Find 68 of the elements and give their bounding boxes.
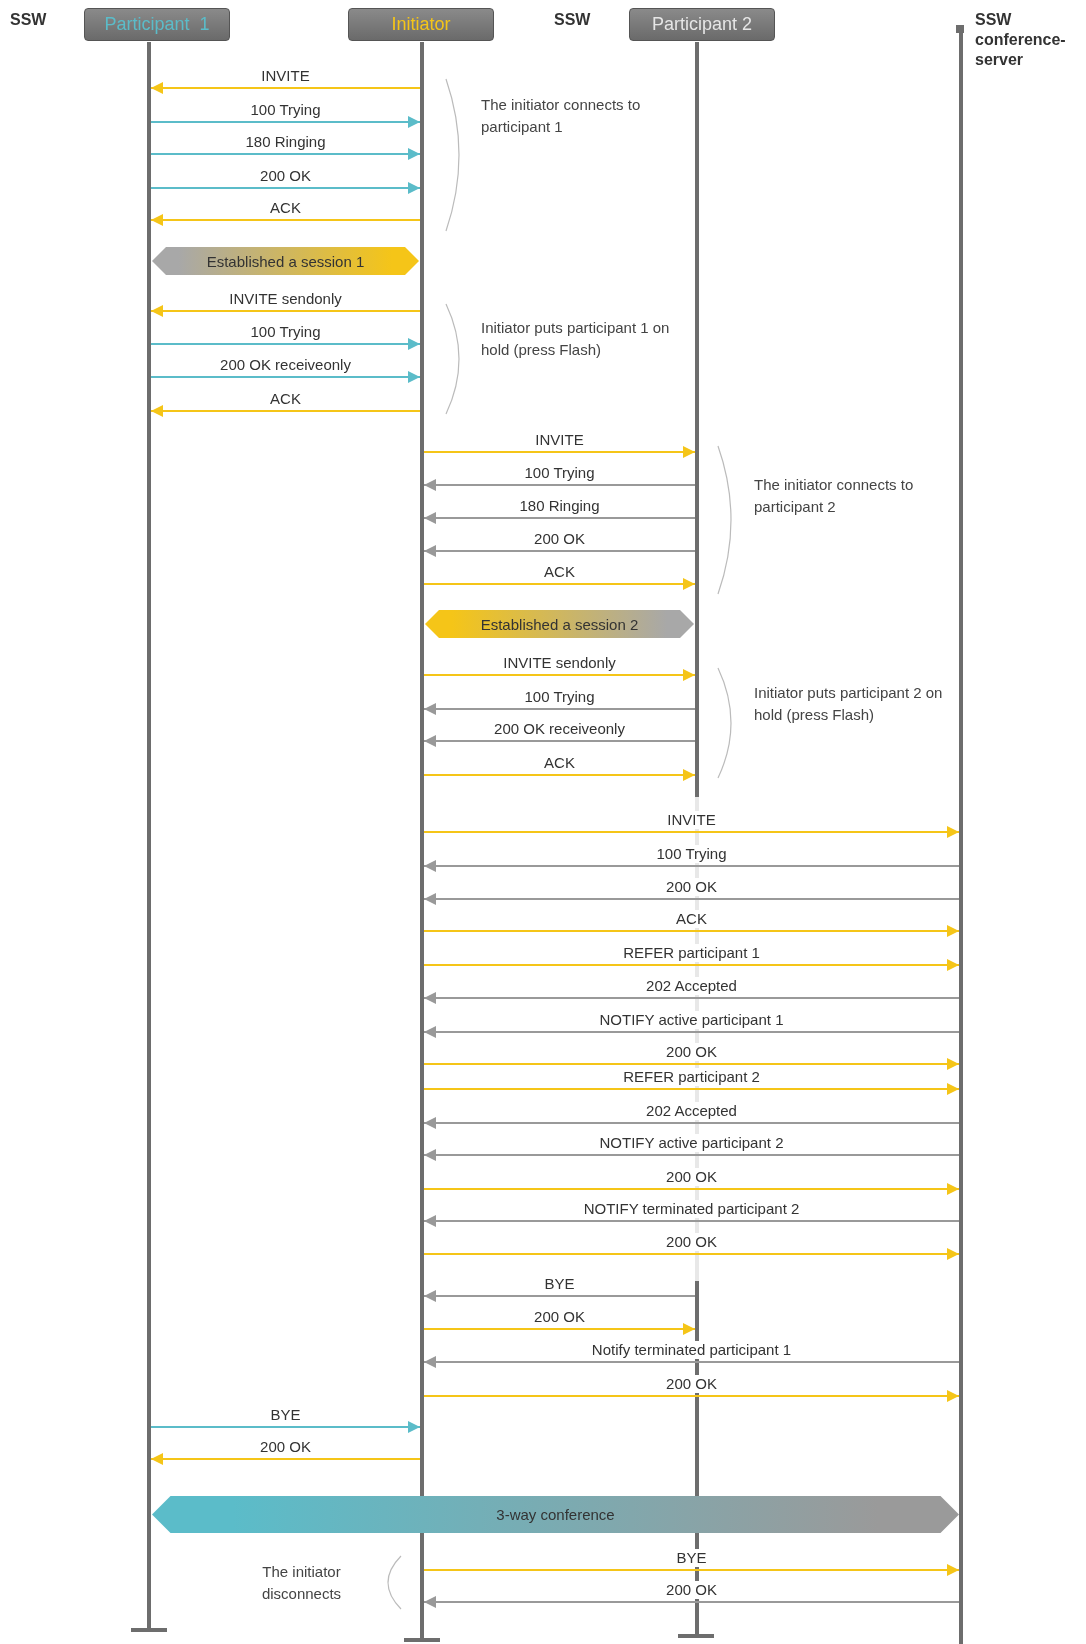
message-arrow bbox=[423, 1083, 960, 1095]
message-arrow bbox=[423, 545, 696, 557]
message-arrow bbox=[423, 446, 696, 458]
message-arrow bbox=[423, 1117, 960, 1129]
message-arrow bbox=[150, 1421, 421, 1433]
message-arrow bbox=[150, 305, 421, 317]
message-arrow bbox=[423, 860, 960, 872]
message-arrow bbox=[423, 1183, 960, 1195]
message-arrow bbox=[423, 1290, 696, 1302]
entity-label: SSW bbox=[10, 10, 48, 30]
message-arrow bbox=[423, 1564, 960, 1576]
session-banner bbox=[425, 610, 694, 638]
annotation-note: The initiator connects to participant 1 bbox=[481, 95, 642, 137]
message-label: 200 OK bbox=[663, 1168, 720, 1186]
message-arrow bbox=[423, 735, 696, 747]
message-arrow bbox=[423, 893, 960, 905]
message-arrow bbox=[150, 116, 421, 128]
annotation-note: The initiator connects to participant 2 bbox=[754, 475, 915, 517]
message-arrow bbox=[423, 1149, 960, 1161]
message-arrow bbox=[423, 1390, 960, 1402]
message-arrow bbox=[150, 214, 421, 226]
message-arrow bbox=[423, 1596, 960, 1608]
message-label: 200 OK bbox=[663, 1233, 720, 1251]
message-arrow bbox=[423, 925, 960, 937]
banner-label: 3-way conference bbox=[496, 1506, 615, 1523]
message-arrow bbox=[150, 371, 421, 383]
message-arrow bbox=[423, 992, 960, 1004]
message-arrow bbox=[423, 826, 960, 838]
message-label: ACK bbox=[673, 910, 710, 928]
message-arrow bbox=[150, 1453, 421, 1465]
message-arrow bbox=[423, 669, 696, 681]
annotation-note: Initiator puts participant 2 on hold (press Flash) bbox=[754, 683, 944, 725]
message-arrow bbox=[150, 182, 421, 194]
message-arrow bbox=[423, 512, 696, 524]
message-arrow bbox=[423, 479, 696, 491]
message-label: 200 OK bbox=[663, 1581, 720, 1599]
message-arrow bbox=[423, 1356, 960, 1368]
lifeline bbox=[147, 42, 151, 1630]
message-label: 200 OK receiveonly bbox=[217, 356, 354, 374]
message-arrow bbox=[423, 769, 696, 781]
message-arrow bbox=[423, 959, 960, 971]
participant-header: Participant 1 bbox=[84, 8, 230, 41]
entity-label: SSW bbox=[554, 10, 592, 30]
entity-label: SSW conference-server bbox=[975, 10, 1067, 70]
lifeline bbox=[420, 42, 424, 1640]
message-arrow bbox=[423, 1323, 696, 1335]
message-arrow bbox=[150, 148, 421, 160]
message-label: 200 OK bbox=[663, 1375, 720, 1393]
message-arrow bbox=[150, 82, 421, 94]
session-banner bbox=[152, 1496, 959, 1533]
message-arrow bbox=[423, 1026, 960, 1038]
message-arrow bbox=[423, 578, 696, 590]
annotation-note: Initiator puts participant 1 on hold (press Flash) bbox=[481, 318, 671, 360]
message-arrow bbox=[150, 405, 421, 417]
message-label: 200 OK bbox=[663, 878, 720, 896]
session-banner bbox=[152, 247, 419, 275]
message-arrow bbox=[423, 1215, 960, 1227]
message-arrow bbox=[423, 703, 696, 715]
message-arrow bbox=[423, 1058, 960, 1070]
message-label: 200 OK receiveonly bbox=[491, 720, 628, 738]
message-label: 200 OK bbox=[663, 1043, 720, 1061]
participant-header: Participant 2 bbox=[629, 8, 775, 41]
banner-label: Established a session 1 bbox=[206, 252, 365, 270]
message-arrow bbox=[423, 1248, 960, 1260]
banner-label: Established a session 2 bbox=[480, 615, 639, 633]
participant-header: Initiator bbox=[348, 8, 494, 41]
message-arrow bbox=[150, 338, 421, 350]
annotation-note: The initiator disconnects bbox=[260, 1562, 343, 1604]
